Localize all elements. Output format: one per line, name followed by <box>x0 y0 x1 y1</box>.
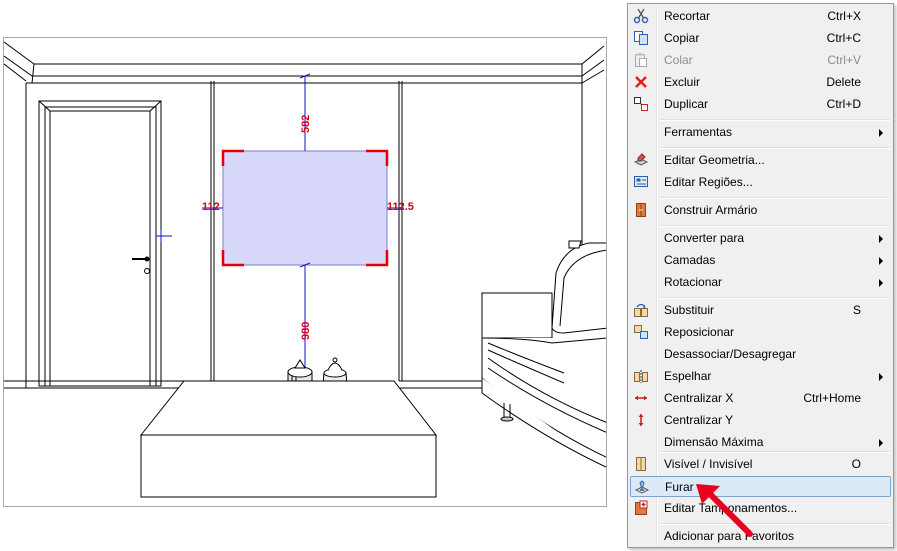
menu-item-shortcut: Ctrl+D <box>826 97 861 111</box>
menu-item-label: Recortar <box>664 9 711 23</box>
menu-item-ferramentas[interactable]: Ferramentas <box>630 122 891 143</box>
menu-item-label: Converter para <box>664 231 745 245</box>
menu-item-shortcut: Ctrl+Home <box>803 391 861 405</box>
menu-item-substituir[interactable]: Substituir S <box>630 300 891 321</box>
room-scene: 582 980 112 112.5 <box>4 41 606 498</box>
menu-item-shortcut: Ctrl+C <box>826 31 861 45</box>
menu-item-label: Visível / Invisível <box>664 457 753 471</box>
submenu-arrow-icon <box>879 235 883 243</box>
menu-item-dimensao-maxima[interactable]: Dimensão Máxima <box>630 432 891 453</box>
menu-item-copiar[interactable]: Copiar Ctrl+C <box>630 28 891 49</box>
menu-item-adicionar-favoritos[interactable]: Adicionar para Favoritos <box>630 526 891 547</box>
scissors-icon <box>633 8 649 24</box>
menu-separator <box>660 297 890 299</box>
menu-item-visivel[interactable]: Visível / Invisível O <box>630 454 891 475</box>
menu-item-label: Construir Armário <box>664 203 758 217</box>
edit-geometry-icon <box>633 153 649 166</box>
dimension-left: 112 <box>202 201 220 213</box>
menu-item-label: Rotacionar <box>664 275 723 289</box>
submenu-arrow-icon <box>879 279 883 287</box>
wall-panel <box>210 81 403 381</box>
visibility-icon <box>636 457 646 471</box>
dimension-right: 112.5 <box>387 201 414 213</box>
menu-item-shortcut: Ctrl+V <box>827 53 861 67</box>
menu-item-label: Colar <box>664 53 693 67</box>
menu-item-label: Camadas <box>664 253 716 267</box>
menu-item-editar-regioes[interactable]: Editar Regiões... <box>630 172 891 193</box>
menu-item-label: Copiar <box>664 31 700 45</box>
paste-icon <box>635 53 647 67</box>
edit-panels-icon <box>635 500 648 515</box>
menu-item-colar[interactable]: Colar Ctrl+V <box>630 50 891 71</box>
dimension-lines <box>156 73 404 381</box>
menu-item-label: Centralizar Y <box>664 413 734 427</box>
crown-molding <box>4 41 605 84</box>
menu-item-label: Adicionar para Favoritos <box>664 529 795 543</box>
menu-item-shortcut: Ctrl+X <box>827 9 861 23</box>
menu-item-duplicar[interactable]: Duplicar Ctrl+D <box>630 94 891 115</box>
menu-item-label: Editar Geometria... <box>664 153 765 167</box>
menu-item-label: Reposicionar <box>664 325 735 339</box>
menu-icon-gutter <box>656 6 658 545</box>
menu-item-label: Espelhar <box>664 369 712 383</box>
3d-viewport[interactable]: 582 980 112 112.5 <box>3 37 607 507</box>
menu-item-label: Editar Tamponamentos... <box>664 501 798 515</box>
menu-item-furar[interactable]: Furar <box>630 476 891 497</box>
menu-item-reposicionar[interactable]: Reposicionar <box>630 322 891 343</box>
submenu-arrow-icon <box>879 257 883 265</box>
menu-item-label: Duplicar <box>664 97 709 111</box>
dimension-bottom: 980 <box>300 322 312 340</box>
menu-item-desassociar[interactable]: Desassociar/Desagregar <box>630 344 891 365</box>
menu-item-label: Centralizar X <box>664 391 734 405</box>
menu-item-editar-geometria[interactable]: Editar Geometria... <box>630 150 891 171</box>
menu-item-recortar[interactable]: Recortar Ctrl+X <box>630 6 891 27</box>
menu-separator <box>660 147 890 149</box>
menu-item-label: Editar Regiões... <box>664 175 753 189</box>
menu-item-label: Furar <box>665 480 694 494</box>
selected-object[interactable] <box>221 149 389 267</box>
duplicate-icon <box>634 97 648 111</box>
menu-item-centralizar-x[interactable]: Centralizar X Ctrl+Home <box>630 388 891 409</box>
reposition-icon <box>634 325 648 339</box>
center-x-icon <box>635 395 647 401</box>
menu-separator <box>660 225 890 227</box>
submenu-arrow-icon <box>879 129 883 137</box>
door <box>38 100 162 387</box>
menu-item-shortcut: Delete <box>826 75 861 89</box>
drill-icon <box>634 480 650 494</box>
pointer-arrow-icon <box>696 484 753 537</box>
menu-separator <box>660 451 890 453</box>
replace-icon <box>634 303 648 317</box>
edit-regions-icon <box>634 176 648 187</box>
submenu-arrow-icon <box>879 373 883 381</box>
menu-item-label: Ferramentas <box>664 125 733 139</box>
sofa <box>481 240 606 468</box>
menu-item-construir-armario[interactable]: Construir Armário <box>630 200 891 221</box>
menu-item-label: Dimensão Máxima <box>664 435 764 449</box>
mirror-icon <box>634 370 648 383</box>
cabinet-icon <box>636 203 646 217</box>
menu-item-excluir[interactable]: Excluir Delete <box>630 72 891 93</box>
submenu-arrow-icon <box>879 439 883 447</box>
menu-item-espelhar[interactable]: Espelhar <box>630 366 891 387</box>
menu-item-rotacionar[interactable]: Rotacionar <box>630 272 891 293</box>
menu-item-converter-para[interactable]: Converter para <box>630 228 891 249</box>
menu-item-label: Excluir <box>664 75 701 89</box>
context-menu: Recortar Ctrl+X Copiar Ctrl+C Colar Ctrl… <box>627 3 894 548</box>
menu-item-editar-tamponamentos[interactable]: Editar Tamponamentos... <box>630 498 891 519</box>
menu-item-shortcut: O <box>851 457 861 471</box>
copy-icon <box>634 31 648 45</box>
menu-separator <box>660 119 890 121</box>
menu-item-label: Substituir <box>664 303 715 317</box>
menu-item-centralizar-y[interactable]: Centralizar Y <box>630 410 891 431</box>
menu-separator <box>660 197 890 199</box>
menu-item-shortcut: S <box>852 303 861 317</box>
coffee-table <box>139 380 438 498</box>
center-y-icon <box>638 414 644 426</box>
delete-x-icon <box>635 76 647 88</box>
menu-separator <box>660 523 890 525</box>
menu-item-camadas[interactable]: Camadas <box>630 250 891 271</box>
menu-item-label: Desassociar/Desagregar <box>664 347 797 361</box>
dimension-top: 582 <box>300 115 312 133</box>
